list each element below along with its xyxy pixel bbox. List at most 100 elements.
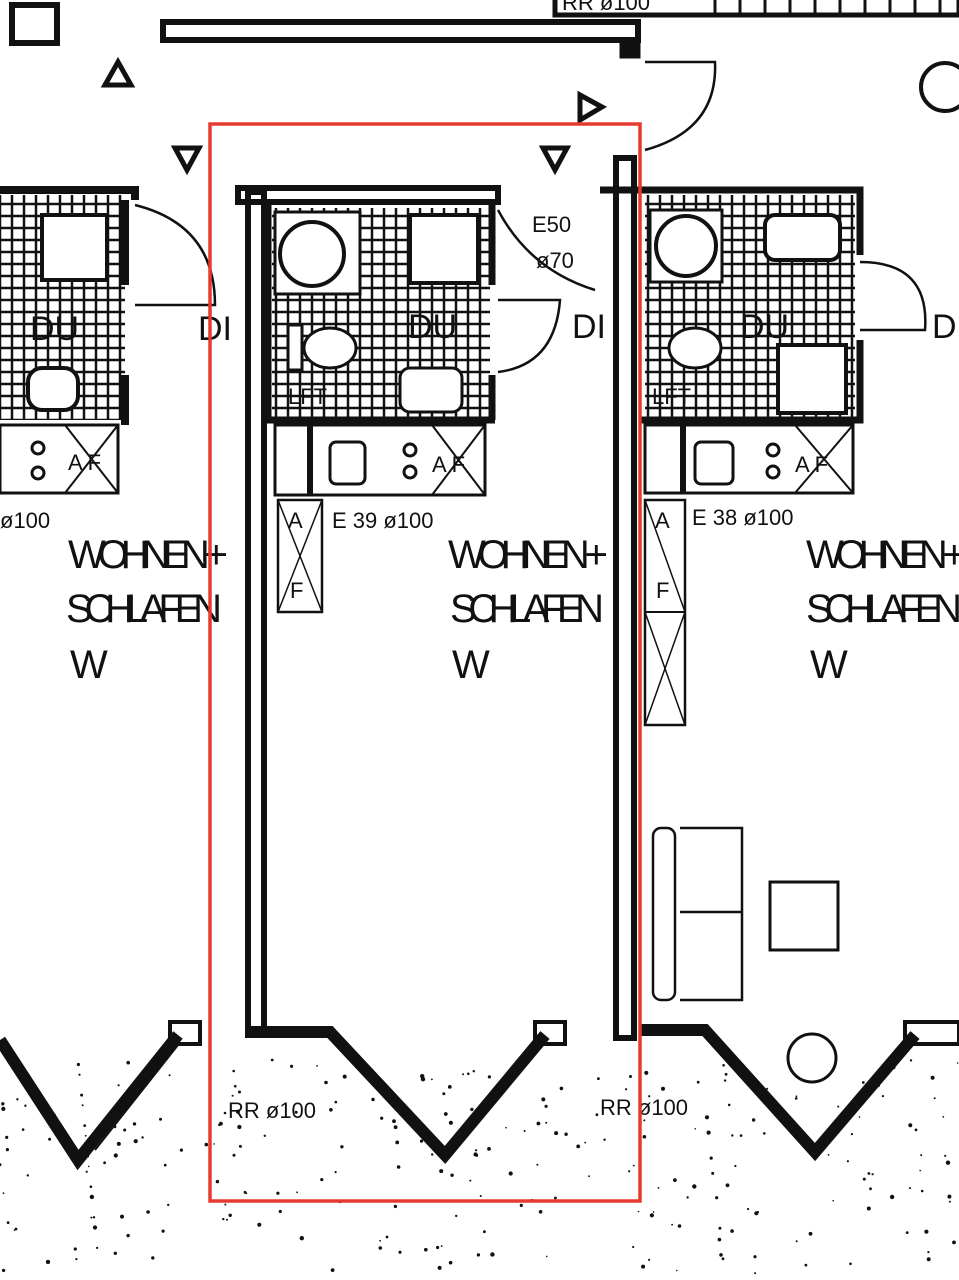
sofa-back: [651, 826, 677, 1002]
top-pipe-label: RR ø100: [562, 0, 650, 15]
bath-label: DU: [408, 308, 457, 346]
stipple-dot: [179, 1148, 183, 1152]
stipple-dot: [380, 1116, 384, 1120]
stipple-dot: [1, 1102, 5, 1106]
stipple-dot: [448, 1120, 453, 1125]
stipple-dot: [676, 1269, 678, 1272]
stipple-dot: [723, 1079, 727, 1082]
washbasin: [26, 366, 80, 412]
stipple-dot: [136, 1090, 140, 1093]
party-wall-right: [613, 155, 637, 1041]
stipple-dot: [371, 1097, 375, 1102]
toilet-tank: [286, 323, 304, 372]
window-jamb: [533, 1020, 567, 1046]
washbasin: [398, 366, 464, 414]
stipple-dot: [86, 1154, 90, 1158]
window: [94, 1044, 179, 1151]
stipple-dot: [891, 1065, 896, 1070]
bathroom-wall: [0, 186, 139, 425]
room-label-line2: SCHLAFEN: [450, 587, 604, 631]
stipple-dot: [83, 1124, 87, 1127]
stipple-dot: [945, 1160, 951, 1165]
stipple-dot: [431, 1153, 434, 1156]
stipple-dot: [754, 1272, 757, 1275]
stipple-dot: [876, 1083, 880, 1087]
stipple-dot: [278, 1209, 282, 1214]
stipple-dot: [85, 1170, 88, 1173]
party-wall-left: [245, 189, 267, 1035]
stipple-dot: [632, 1245, 635, 1249]
stipple-dot: [717, 1237, 722, 1242]
stipple-dot: [294, 1110, 298, 1114]
stipple-dot: [437, 1265, 442, 1270]
entry-arrow-down-icon: [170, 145, 204, 176]
door-swing: [496, 209, 596, 374]
stipple-dot: [5, 1148, 9, 1152]
stipple-dot: [133, 1139, 138, 1144]
tub-basin: [278, 220, 346, 288]
stipple-dot: [5, 1135, 9, 1139]
stipple-dot: [763, 1132, 766, 1135]
stipple-dot: [1, 1106, 6, 1111]
stipple-dot: [228, 1213, 232, 1218]
room-label-line1: WOHNEN +: [68, 533, 228, 577]
kitchenette: [0, 423, 120, 495]
room-label-line2: SCHLAFEN: [806, 587, 959, 631]
stipple-dot: [584, 1141, 587, 1144]
stipple-dot: [637, 1210, 640, 1213]
stipple-dot: [21, 1128, 25, 1131]
pipe-label-bottom-right: RR ø100: [600, 1095, 688, 1120]
stipple-dot: [320, 1178, 324, 1182]
stipple-dot: [0, 1163, 2, 1167]
stipple-dot: [48, 1137, 52, 1141]
stipple-dot: [88, 1165, 90, 1168]
stipple-dot: [84, 1134, 87, 1137]
room-label-line3: W: [70, 643, 108, 687]
room-label-line2: SCHLAFEN: [66, 587, 222, 631]
stipple-dot: [120, 1214, 124, 1219]
stipple-dot: [588, 1175, 590, 1178]
stipple-dot: [644, 1070, 649, 1075]
duct-label-top: E50: [532, 212, 571, 237]
stipple-dot: [113, 1251, 118, 1256]
stipple-dot: [270, 1058, 274, 1062]
stipple-dot: [395, 1140, 400, 1145]
stipple-dot: [436, 1245, 440, 1250]
stipple-dot: [952, 1240, 956, 1245]
stipple-dot: [739, 1134, 743, 1137]
stipple-dot: [924, 1229, 929, 1234]
stipple-dot: [648, 1258, 651, 1261]
entry-arrow-right-icon: [577, 90, 608, 125]
stipple-dot: [804, 1263, 808, 1267]
stipple-dot: [545, 1121, 548, 1124]
stipple-dot: [751, 1118, 756, 1122]
stipple-dot: [869, 1187, 872, 1191]
stipple-dot: [849, 1262, 852, 1266]
stipple-dot: [718, 1226, 722, 1230]
stipple-dot: [238, 1144, 242, 1148]
stipple-dot: [643, 1119, 646, 1122]
bathroom-wall: [264, 205, 496, 424]
table: [768, 880, 840, 952]
stipple-dot: [158, 1058, 163, 1063]
shower-tray: [40, 213, 109, 282]
stipple-dot: [827, 1154, 830, 1156]
stipple-dot: [862, 1177, 866, 1181]
stipple-dot: [232, 1069, 235, 1073]
stipple-dot: [334, 1100, 338, 1104]
stipple-dot: [649, 1213, 655, 1218]
stipple-dot: [392, 1119, 396, 1124]
duct-label: E 38 ø100: [692, 505, 794, 530]
stipple-dot: [466, 1119, 469, 1121]
stipple-dot: [73, 1247, 77, 1251]
stipple-dot: [576, 1144, 581, 1149]
stipple-dot: [536, 1163, 539, 1166]
stipple-dot: [880, 1079, 883, 1082]
stipple-dot: [642, 1135, 647, 1139]
stipple-dot: [238, 1090, 241, 1094]
stipple-dot: [942, 1116, 945, 1118]
stipple-dot: [628, 1170, 631, 1173]
stipple-dot: [329, 1108, 333, 1112]
stipple-dot: [795, 1240, 798, 1243]
stipple-dot: [75, 1258, 78, 1261]
